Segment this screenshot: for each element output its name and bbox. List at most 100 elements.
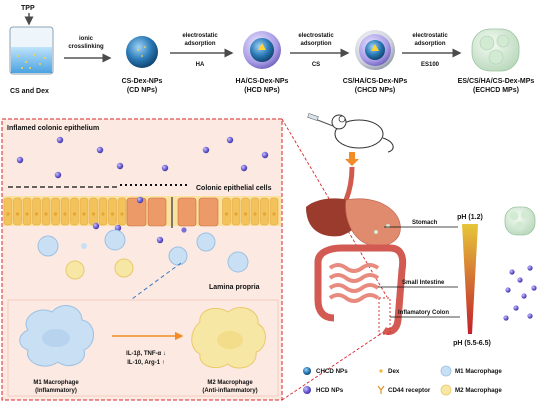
cell-nucleus xyxy=(34,212,39,216)
m2-macrophage-icon xyxy=(191,307,266,369)
epithelial-cell xyxy=(269,197,279,226)
cytokine2: IL-10, Arg-1 ↑ xyxy=(127,360,164,366)
cell-nucleus xyxy=(262,212,267,216)
cell-nucleus xyxy=(224,212,229,216)
nanoparticle xyxy=(116,162,124,170)
chcd-nps-icon xyxy=(355,30,395,70)
cell-nucleus xyxy=(6,212,10,216)
cell-nucleus xyxy=(72,212,77,216)
small-intestine-label: Small Intestine xyxy=(402,280,445,286)
step2-top: electrostatic xyxy=(182,33,218,39)
step1-bottom: crosslinking xyxy=(68,44,104,50)
tpp-label: TPP xyxy=(21,5,35,12)
ph-top-label: pH (1.2) xyxy=(457,214,483,221)
released-nanoparticle xyxy=(503,315,509,321)
cell-nucleus xyxy=(44,212,48,216)
cell-nucleus xyxy=(243,212,248,216)
cell-nucleus xyxy=(25,212,29,216)
microparticle-icon xyxy=(504,206,536,236)
cell-nucleus xyxy=(91,212,96,216)
cell-nucleus xyxy=(63,212,67,216)
step3-reagent: CS xyxy=(312,62,320,68)
nanoparticle xyxy=(56,136,64,144)
legend-hcd: HCD NPs xyxy=(316,387,344,394)
epithelium-layer xyxy=(3,196,281,228)
step1-top: ionic xyxy=(79,36,94,42)
legend-dex: Dex xyxy=(388,368,400,375)
legend-m2: M2 Macrophage xyxy=(455,387,502,394)
legend-chcd: CHCD NPs xyxy=(316,368,348,375)
epithelial-cell xyxy=(98,197,108,226)
m1-macrophage-icon xyxy=(19,305,94,367)
step4-mid: adsorption xyxy=(415,41,446,47)
cell-nucleus xyxy=(272,212,276,216)
cell-nucleus xyxy=(253,212,257,216)
hcd-name: HA/CS-Dex-NPs xyxy=(236,78,289,85)
cell-nucleus xyxy=(101,212,105,216)
m1-sub: (Inflammatory) xyxy=(35,388,77,394)
released-nanoparticles xyxy=(503,265,537,321)
epithelial-cell xyxy=(250,197,260,226)
stomach-label: Stomach xyxy=(412,220,438,226)
legend-m1-icon xyxy=(440,365,452,377)
legend-hcd-icon xyxy=(303,386,311,394)
nanoparticle xyxy=(96,146,104,154)
epithelial-cell xyxy=(260,197,269,226)
released-nanoparticle xyxy=(521,293,527,299)
nanoparticle xyxy=(92,222,100,230)
epithelial-label: Colonic epithelial cells xyxy=(196,185,272,192)
released-nanoparticle xyxy=(527,313,533,319)
legend-m2-icon xyxy=(440,384,452,396)
nanoparticle xyxy=(202,146,210,154)
epithelial-cell xyxy=(51,197,60,226)
step2-reagent: HA xyxy=(196,62,205,68)
released-nanoparticle xyxy=(505,287,511,293)
epithelial-cell xyxy=(32,197,41,226)
nanoparticle xyxy=(161,164,169,172)
lamina-macrophages xyxy=(37,227,249,280)
ph-bottom-label: pH (5.5-6.5) xyxy=(453,340,491,347)
cd-nps-icon xyxy=(126,36,158,68)
hcd-abbr: (HCD NPs) xyxy=(244,87,279,94)
panel-title: Inflamed colonic epithelium xyxy=(7,125,99,132)
m1-name: M1 Macrophage xyxy=(33,380,79,386)
epithelial-cell xyxy=(13,197,22,226)
colon-panel: Inflamed colonic epithelium Colonic epit… xyxy=(1,118,283,401)
nanoparticle xyxy=(136,196,144,204)
epithelial-cell xyxy=(70,197,79,226)
panel-connector-top xyxy=(281,118,388,298)
hcd-nps-icon xyxy=(243,31,281,69)
released-nanoparticle xyxy=(531,285,537,291)
epithelial-cell xyxy=(241,197,250,226)
lamina-label: Lamina propria xyxy=(209,284,260,291)
m2-sub: (Anti-inflammatory) xyxy=(202,388,257,394)
cd-abbr: (CD NPs) xyxy=(127,87,157,94)
macrophage-inset: M1 Macrophage (Inflammatory) IL-1β, TNF-… xyxy=(7,299,279,397)
m2-name: M2 Macrophage xyxy=(207,380,253,386)
cd-name: CS-Dex-NPs xyxy=(122,78,163,85)
epithelial-cell xyxy=(117,197,127,226)
cell-nucleus xyxy=(234,212,238,216)
step3-mid: adsorption xyxy=(301,41,332,47)
cell-nucleus xyxy=(82,212,86,216)
nanoparticle xyxy=(261,151,269,159)
step3-top: electrostatic xyxy=(298,33,334,39)
nanoparticle xyxy=(54,171,62,179)
released-nanoparticle xyxy=(517,277,523,283)
epithelial-cell xyxy=(108,197,117,226)
echcd-name: ES/CS/HA/CS-Dex-MPs xyxy=(458,78,535,85)
epithelial-cell xyxy=(222,197,231,226)
epithelial-cell xyxy=(60,197,70,226)
released-nanoparticle xyxy=(527,265,533,271)
mouse-icon xyxy=(307,113,394,153)
step4-top: electrostatic xyxy=(412,33,448,39)
legend-cd44-icon xyxy=(377,385,385,394)
epithelial-cell xyxy=(89,197,98,226)
cell-nucleus xyxy=(110,212,115,216)
ph-gradient-bar xyxy=(462,224,478,334)
echcd-mps-icon xyxy=(471,28,520,72)
gut-icon xyxy=(306,166,407,335)
epithelial-cell xyxy=(41,197,51,226)
